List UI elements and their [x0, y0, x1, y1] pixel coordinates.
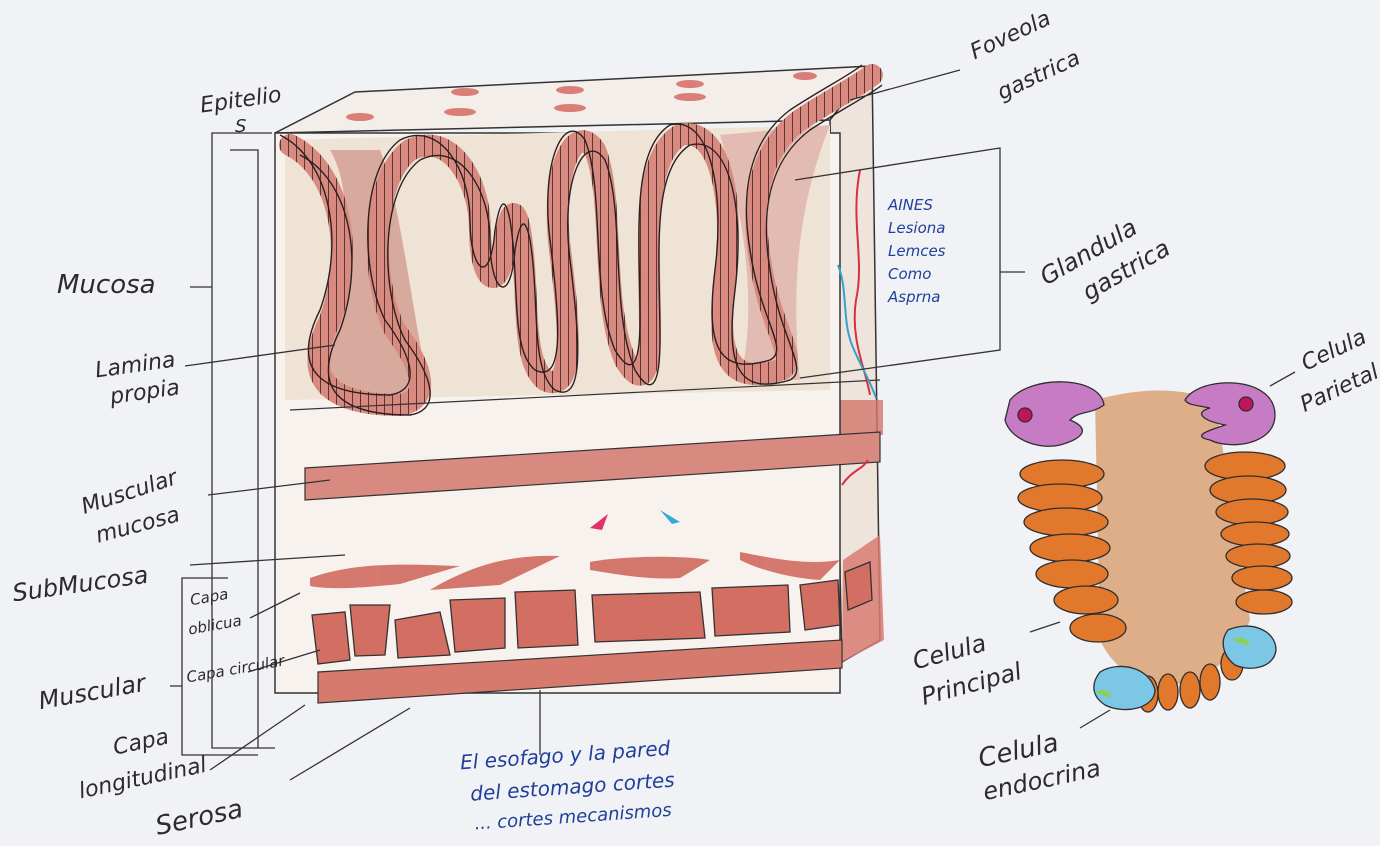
- footer-note: El esofago y la pared del estomago corte…: [459, 738, 675, 834]
- gastric-gland-cells: [1005, 382, 1292, 712]
- lesion-note: AINES Lesiona Lemces Como Asprna: [888, 198, 946, 305]
- lesion-note-line: Lemces: [888, 244, 946, 259]
- lesion-note-line: Como: [888, 267, 946, 282]
- label-mucosa: Mucosa: [57, 272, 156, 298]
- stomach-wall-block: [275, 65, 884, 703]
- label-epitelio-s: S: [235, 118, 246, 136]
- lesion-note-line: Lesiona: [888, 221, 946, 236]
- footer-note-line: del estomago cortes: [470, 769, 682, 804]
- lesion-note-line: AINES: [888, 198, 946, 213]
- lesion-note-line: Asprna: [888, 290, 946, 305]
